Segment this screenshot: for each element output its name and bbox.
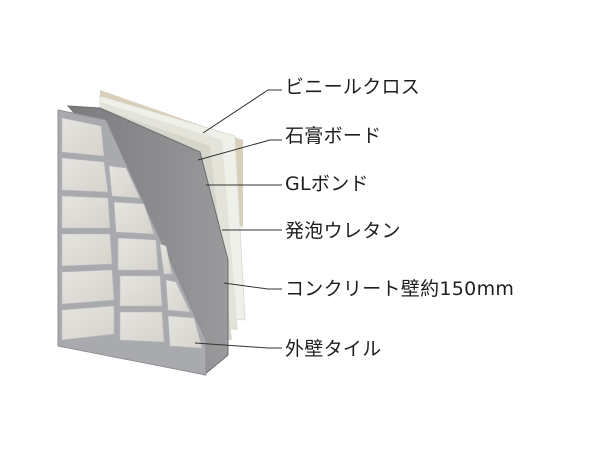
exterior-tile-grid: [61, 117, 203, 349]
tile: [165, 279, 191, 313]
tile: [113, 201, 155, 235]
tile: [108, 165, 141, 199]
tile: [159, 243, 173, 275]
leader-line-vinyl: [202, 89, 282, 134]
tile: [117, 237, 159, 271]
tile: [119, 311, 165, 343]
label-urethane-foam: 発泡ウレタン: [285, 220, 401, 242]
label-gypsum-board: 石膏ボード: [285, 125, 382, 147]
tile: [61, 117, 105, 157]
leader-line-gypsum: [197, 139, 282, 161]
label-concrete-wall: コンクリート壁約150mm: [285, 278, 515, 300]
tile: [119, 275, 163, 307]
tile: [61, 269, 115, 305]
leader-line-tile: [194, 342, 282, 349]
tile: [167, 315, 203, 349]
tile: [61, 195, 111, 229]
tile: [61, 305, 115, 341]
label-vinyl-cloth: ビニールクロス: [285, 76, 421, 98]
leader-lines: [194, 89, 282, 349]
label-exterior-tile: 外壁タイル: [285, 338, 382, 360]
label-gl-bond: GLボンド: [285, 173, 369, 195]
tile: [61, 233, 113, 267]
leader-line-concrete: [223, 282, 282, 290]
tile: [61, 157, 109, 193]
